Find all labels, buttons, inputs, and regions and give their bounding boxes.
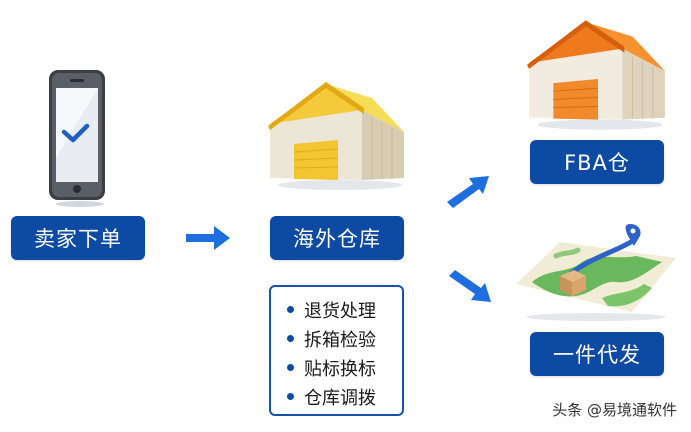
service-relabel: 贴标换标 <box>304 358 376 380</box>
seller-order-label: 卖家下单 <box>11 216 145 260</box>
bullet-icon <box>287 364 294 371</box>
bullet-icon <box>287 393 294 400</box>
fba-warehouse-icon <box>527 20 665 130</box>
watermark: 头条 @易境通软件 <box>552 401 677 419</box>
arrow-right-icon <box>186 226 230 250</box>
arrow-down-right-icon <box>449 270 491 302</box>
arrow-up-right-icon <box>447 176 489 208</box>
fba-warehouse-label: FBA仓 <box>530 140 664 184</box>
map-delivery-icon <box>516 224 676 321</box>
bullet-icon <box>287 335 294 342</box>
service-transfer: 仓库调拨 <box>304 387 376 409</box>
list-item: 退货处理 <box>287 295 402 324</box>
list-item: 仓库调拨 <box>287 382 402 411</box>
service-unpacking: 拆箱检验 <box>304 329 376 351</box>
list-item: 拆箱检验 <box>287 324 402 353</box>
list-item: 贴标换标 <box>287 353 402 382</box>
dropship-label: 一件代发 <box>530 332 664 376</box>
overseas-warehouse-label: 海外仓库 <box>270 216 404 260</box>
phone-icon <box>49 70 105 207</box>
bullet-icon <box>287 306 294 313</box>
overseas-warehouse-icon <box>268 82 404 190</box>
service-list: 退货处理 拆箱检验 贴标换标 仓库调拨 <box>269 285 404 416</box>
service-returns: 退货处理 <box>304 300 376 322</box>
